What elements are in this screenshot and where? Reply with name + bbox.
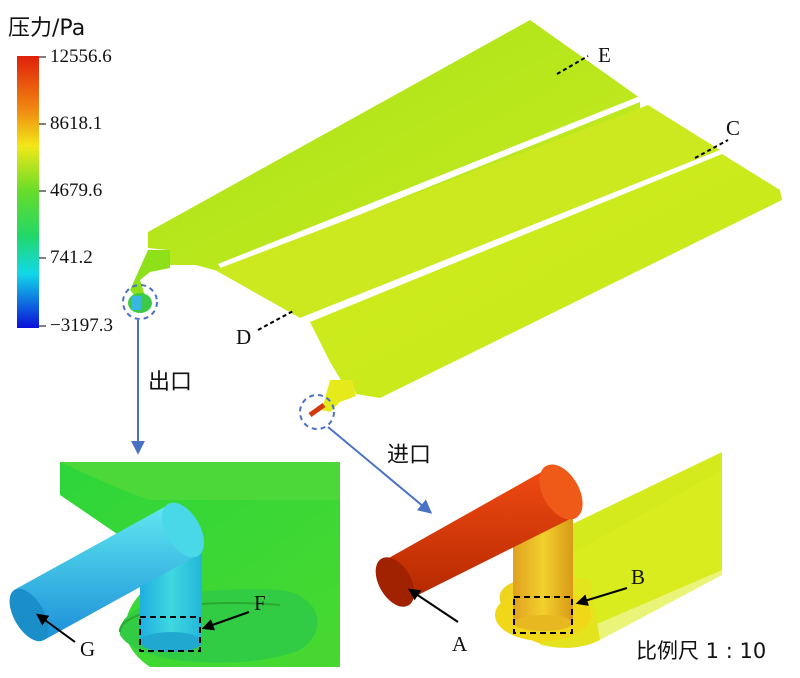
inlet-zoom	[375, 452, 722, 648]
inlet-fitting	[308, 402, 326, 418]
label-G: G	[80, 637, 96, 661]
legend-tick-min: −3197.3	[50, 315, 113, 336]
inlet-neck	[322, 380, 356, 412]
label-inlet: 进口	[387, 443, 432, 468]
arrow-G	[36, 613, 76, 643]
label-C: C	[726, 116, 741, 140]
label-outlet: 出口	[148, 370, 193, 395]
label-D: D	[236, 325, 252, 349]
legend-tick-3: 4679.6	[50, 180, 103, 201]
inlet-callout-arrow	[327, 426, 433, 514]
arrow-B	[575, 587, 628, 606]
lower-plate	[310, 154, 782, 398]
inlet-callout-circle	[299, 394, 335, 430]
outlet-neck	[130, 250, 170, 300]
outlet-zoom	[9, 462, 340, 667]
section-line-C	[694, 139, 729, 159]
label-E: E	[598, 43, 611, 67]
outlet-callout-circle	[122, 284, 158, 320]
label-F: F	[254, 591, 266, 615]
label-A: A	[452, 632, 468, 656]
slot-upper	[218, 96, 645, 270]
label-B: B	[631, 565, 646, 589]
slot-middle	[300, 150, 726, 322]
colorbar	[17, 56, 39, 328]
middle-plate	[215, 105, 720, 318]
arrow-A	[408, 588, 459, 623]
upper-plate	[148, 20, 640, 285]
legend-title: 压力/Pa	[8, 16, 86, 41]
arrow-F	[201, 611, 250, 631]
section-line-E	[556, 55, 589, 75]
legend-tick-2: 8618.1	[50, 113, 103, 134]
section-line-D	[257, 309, 296, 331]
legend-tick-max: 12556.6	[50, 46, 112, 67]
legend-tick-4: 741.2	[50, 247, 93, 268]
colorbar-ticks	[39, 56, 46, 327]
scale-label: 比例尺 1 : 10	[636, 639, 767, 663]
